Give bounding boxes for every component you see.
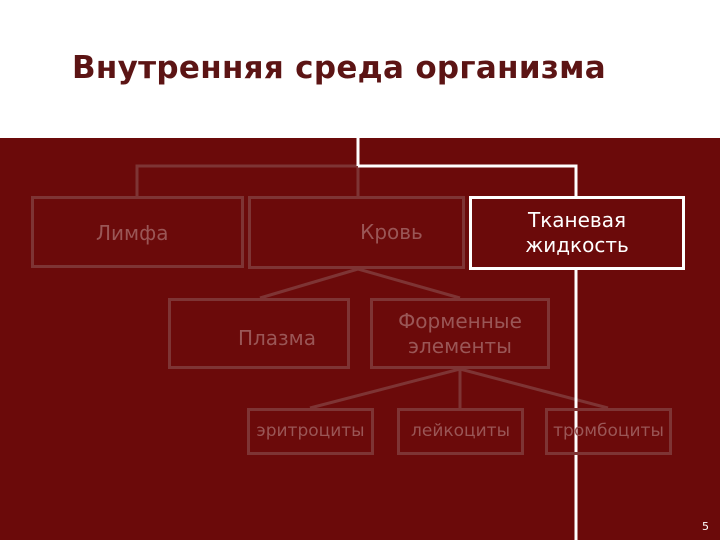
node-tissue-fluid: Тканевая жидкость (469, 196, 685, 270)
node-lymph: Лимфа (31, 196, 244, 268)
connector-formed-thrombocytes (459, 367, 609, 410)
page-number: 5 (702, 520, 709, 533)
node-formed-elements: Форменные элементы (370, 298, 550, 369)
slide-title: Внутренняя среда организма (72, 50, 607, 86)
connector-blood-formed (357, 267, 461, 300)
diagram-panel (0, 138, 720, 540)
node-blood: Кровь (248, 196, 465, 269)
title-area: Внутренняя среда организма (0, 0, 720, 138)
connector-root-lymph (135, 164, 358, 196)
node-thrombocytes: тромбоциты (545, 408, 672, 455)
node-leukocytes: лейкоциты (397, 408, 524, 455)
connector-formed-erythrocytes (309, 367, 461, 410)
connector-root-tissue (358, 164, 578, 196)
node-plasma: Плазма (168, 298, 350, 369)
connector-blood-plasma (259, 267, 359, 300)
node-erythrocytes: эритроциты (247, 408, 374, 455)
